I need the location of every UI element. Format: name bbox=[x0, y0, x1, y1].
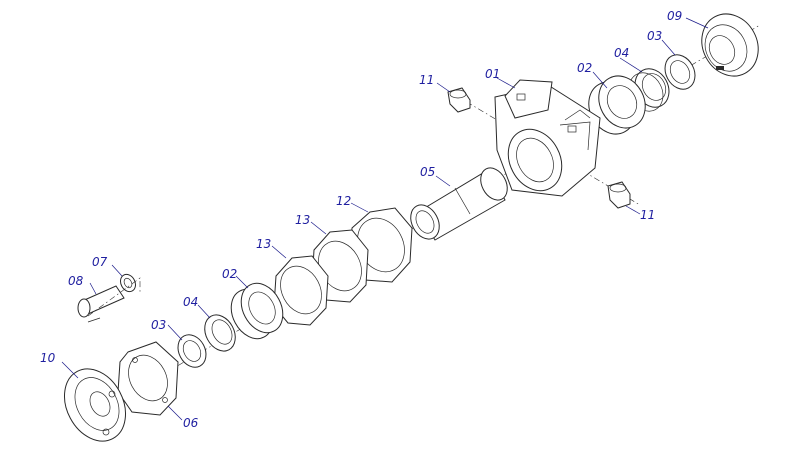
callout-02-left: 02 bbox=[222, 267, 237, 281]
part-05-shaft bbox=[410, 167, 508, 241]
part-04-ring-left bbox=[204, 314, 236, 352]
part-07-washer bbox=[120, 273, 136, 293]
callout-11-top: 11 bbox=[419, 73, 434, 87]
callout-13-right: 13 bbox=[295, 213, 310, 227]
callout-09: 09 bbox=[667, 9, 682, 23]
part-13-gasket-left bbox=[273, 255, 329, 326]
callout-10: 10 bbox=[40, 351, 56, 365]
callout-08: 08 bbox=[68, 274, 84, 288]
callout-11-bottom: 11 bbox=[640, 208, 655, 222]
part-02-bearing-right bbox=[588, 75, 646, 135]
callout-04-right: 04 bbox=[614, 46, 629, 60]
callout-05: 05 bbox=[420, 165, 435, 179]
leader-lines bbox=[61, 17, 709, 421]
part-11-plug-top bbox=[447, 87, 471, 113]
callout-04-left: 04 bbox=[183, 295, 198, 309]
callout-12: 12 bbox=[336, 194, 351, 208]
callout-02-right: 02 bbox=[577, 61, 592, 75]
part-11-plug-bottom bbox=[607, 181, 631, 209]
part-08-bolt bbox=[77, 285, 125, 323]
part-03-seal-right bbox=[664, 54, 696, 90]
part-10-hub bbox=[64, 368, 126, 442]
part-03-seal-left bbox=[177, 334, 207, 368]
callout-03-left: 03 bbox=[151, 318, 166, 332]
callout-06: 06 bbox=[183, 416, 199, 430]
part-01-housing bbox=[494, 79, 601, 197]
part-06-flange bbox=[117, 341, 179, 416]
bolt-axis-left bbox=[87, 277, 141, 317]
callout-01: 01 bbox=[485, 67, 500, 81]
callout-07: 07 bbox=[92, 255, 108, 269]
callout-13-left: 13 bbox=[256, 237, 271, 251]
part-02-bearing-left bbox=[230, 282, 284, 340]
callout-03-right: 03 bbox=[647, 29, 662, 43]
part-09-end-cover bbox=[701, 13, 759, 77]
